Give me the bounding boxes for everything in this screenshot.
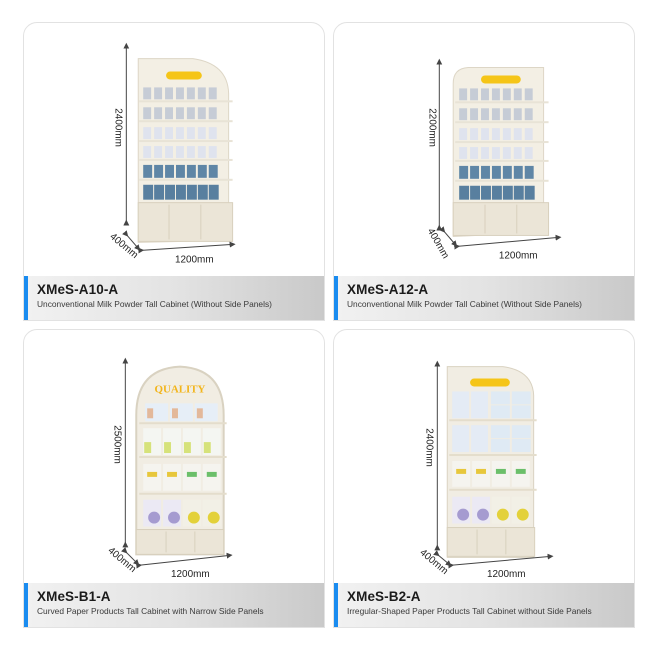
paper-products-cabinet-illustration: 2400mm 400mm 1200mm <box>418 360 554 580</box>
product-image[interactable]: 2400mm 400mm 1200mm <box>334 330 634 585</box>
product-caption: XMeS-A10-A Unconventional Milk Powder Ta… <box>24 276 324 320</box>
product-card-xmes-a10-a[interactable]: 2400mm <box>23 22 325 321</box>
product-image[interactable]: 2500mm QUALITY 400mm 1200mm <box>24 330 324 585</box>
brand-sign <box>166 71 202 80</box>
brand-sign <box>470 378 510 387</box>
product-model: XMeS-A12-A <box>347 282 429 297</box>
product-model: XMeS-B2-A <box>347 589 421 604</box>
product-description: Curved Paper Products Tall Cabinet with … <box>37 606 264 616</box>
height-dimension: 2400mm <box>112 108 123 147</box>
product-caption: XMeS-B2-A Irregular-Shaped Paper Product… <box>334 583 634 627</box>
width-dimension: 1200mm <box>499 250 538 261</box>
brand-sign <box>481 75 521 84</box>
product-description: Unconventional Milk Powder Tall Cabinet … <box>347 299 582 309</box>
milk-powder-cabinet-illustration: 2200mm <box>425 58 562 261</box>
width-dimension: 1200mm <box>175 254 214 265</box>
product-model: XMeS-A10-A <box>37 282 119 297</box>
milk-powder-cabinet-illustration: 2400mm <box>108 42 236 265</box>
product-card-xmes-b2-a[interactable]: 2400mm 400mm 1200mm <box>333 329 635 628</box>
product-image[interactable]: 2200mm <box>334 23 634 278</box>
width-dimension: 1200mm <box>171 569 210 580</box>
product-caption: XMeS-B1-A Curved Paper Products Tall Cab… <box>24 583 324 627</box>
height-dimension: 2400mm <box>423 428 434 467</box>
paper-products-cabinet-illustration: 2500mm QUALITY 400mm 1200mm <box>106 357 233 580</box>
height-dimension: 2200mm <box>426 108 437 147</box>
height-dimension: 2500mm <box>111 425 122 464</box>
width-dimension: 1200mm <box>487 569 526 580</box>
depth-dimension: 400mm <box>425 226 451 260</box>
product-card-xmes-b1-a[interactable]: 2500mm QUALITY 400mm 1200mm <box>23 329 325 628</box>
product-caption: XMeS-A12-A Unconventional Milk Powder Ta… <box>334 276 634 320</box>
depth-dimension: 400mm <box>106 545 138 575</box>
product-model: XMeS-B1-A <box>37 589 111 604</box>
product-description: Irregular-Shaped Paper Products Tall Cab… <box>347 606 592 616</box>
product-image[interactable]: 2400mm <box>24 23 324 278</box>
product-card-xmes-a12-a[interactable]: 2200mm <box>333 22 635 321</box>
depth-dimension: 400mm <box>108 231 140 261</box>
product-description: Unconventional Milk Powder Tall Cabinet … <box>37 299 272 309</box>
brand-sign: QUALITY <box>155 383 206 395</box>
depth-dimension: 400mm <box>418 547 450 577</box>
